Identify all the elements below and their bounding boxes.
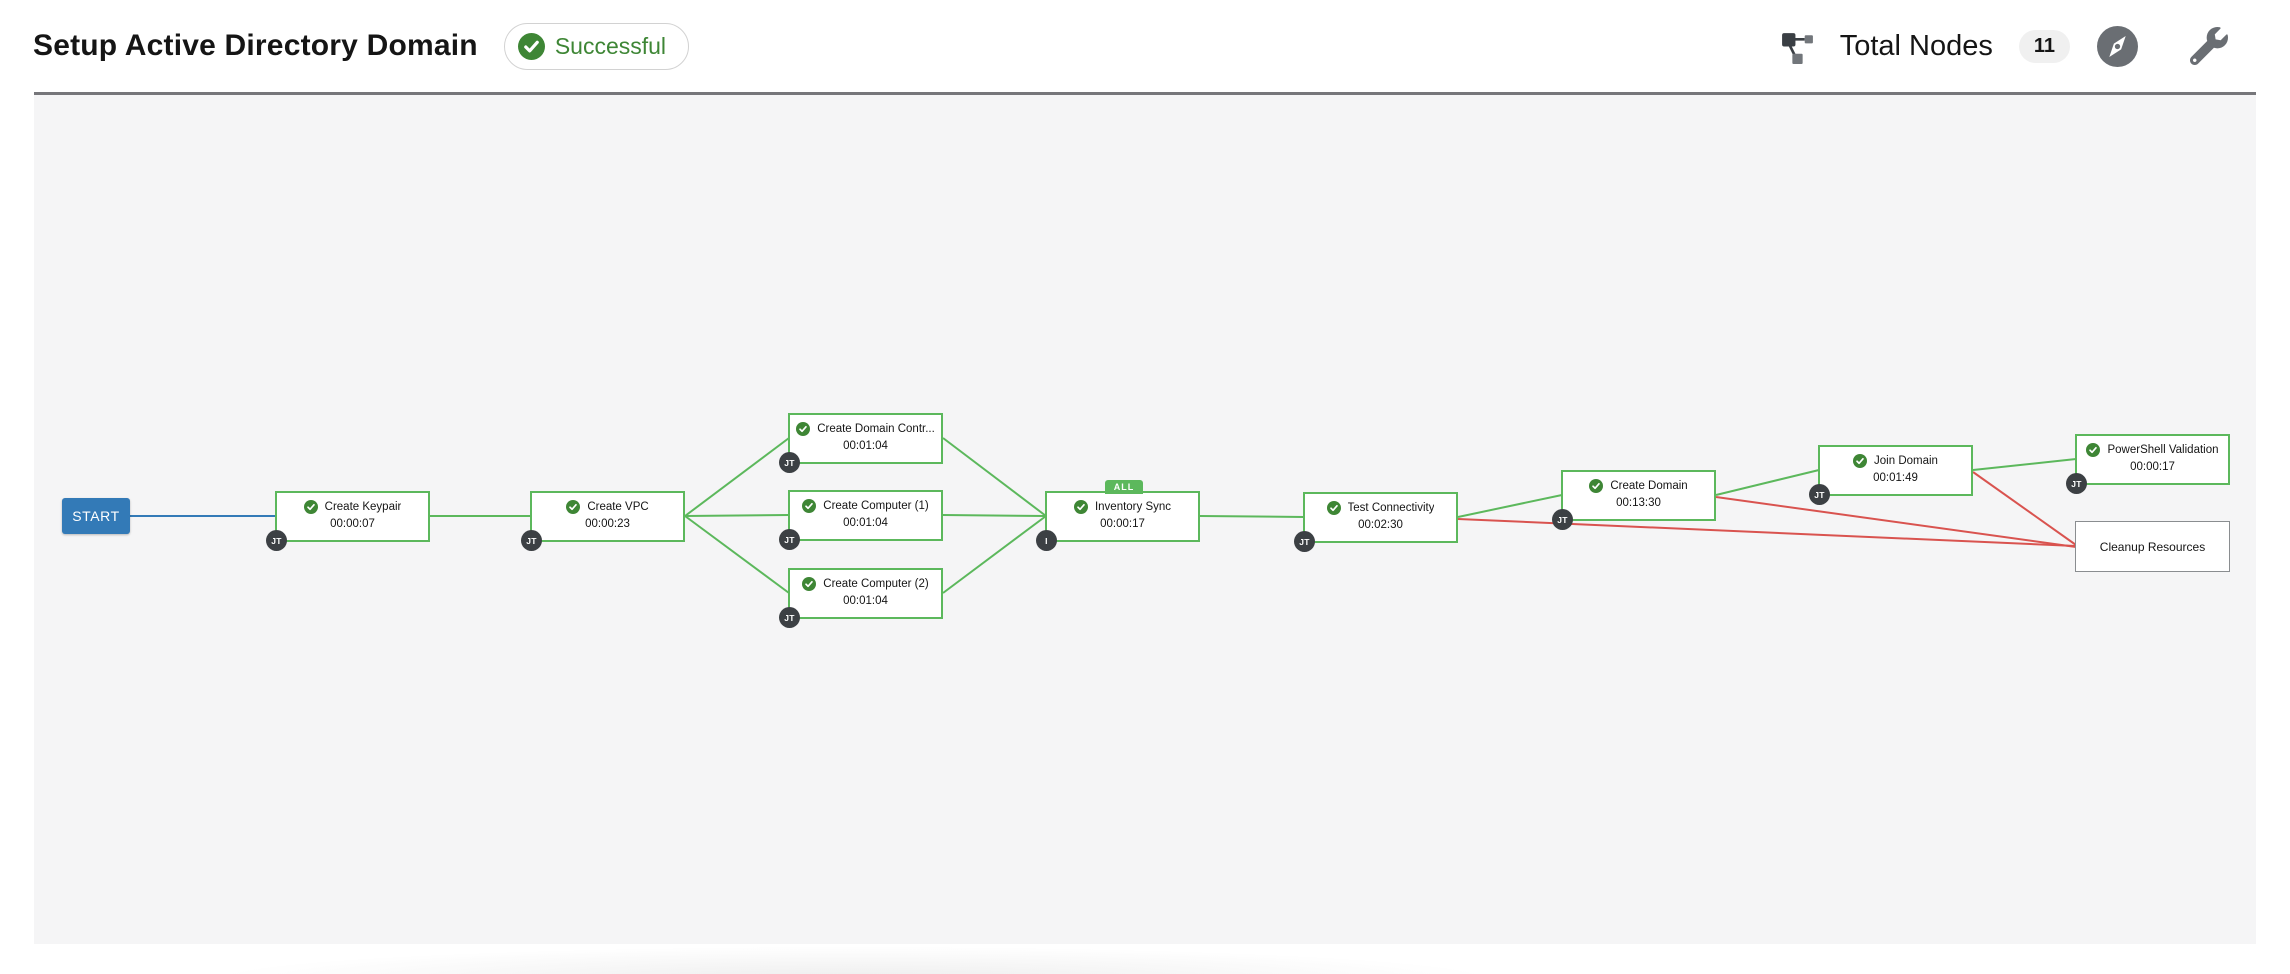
node-elapsed-time: 00:01:04 (843, 440, 888, 452)
node-name: Create Computer (2) (823, 578, 929, 590)
node-success-icon (796, 422, 811, 436)
node-type-badge: JT (779, 529, 800, 550)
node-type-badge: JT (1294, 531, 1315, 552)
node-success-icon (1073, 500, 1088, 514)
node-type-badge: JT (1552, 509, 1573, 530)
node-name: Create Domain (1610, 480, 1688, 492)
node-all-tag: ALL (1105, 480, 1143, 494)
start-node: START (62, 498, 130, 534)
page-title: Setup Active Directory Domain (33, 29, 478, 62)
node-name: PowerShell Validation (2107, 444, 2219, 456)
node-type-badge: JT (266, 530, 287, 551)
wrench-icon[interactable] (2190, 27, 2228, 65)
node-name: Create Keypair (324, 501, 402, 513)
node-elapsed-time: 00:01:04 (843, 517, 888, 529)
node-success-icon (1326, 501, 1341, 515)
node-name: Create Domain Contr... (817, 423, 935, 435)
node-success-icon (2086, 443, 2101, 457)
node-name: Cleanup Resources (2099, 539, 2206, 554)
compass-icon[interactable] (2097, 25, 2138, 67)
node-success-icon (802, 499, 817, 513)
node-elapsed-time: 00:00:07 (330, 518, 375, 530)
node-success-icon (1589, 479, 1604, 493)
node-success-icon (1853, 454, 1868, 468)
node-elapsed-time: 00:00:23 (585, 518, 630, 530)
node-name: Test Connectivity (1347, 502, 1435, 514)
node-success-icon (303, 500, 318, 514)
total-nodes-count-badge: 11 (2018, 29, 2070, 63)
node-type-badge: JT (779, 452, 800, 473)
total-nodes-label: Total Nodes (1839, 29, 1993, 62)
node-name: Inventory Sync (1094, 501, 1172, 513)
node-type-badge: JT (2066, 473, 2087, 494)
status-badge: Successful (503, 22, 690, 70)
node-elapsed-time: 00:01:04 (843, 595, 888, 607)
node-success-icon (566, 500, 581, 514)
header-left: Setup Active Directory Domain Successful (33, 22, 690, 70)
status-label: Successful (554, 32, 667, 59)
header-toolbar: Total Nodes 11 (1752, 25, 2228, 67)
node-name: Join Domain (1874, 455, 1938, 467)
node-type-badge: JT (521, 530, 542, 551)
node-type-badge: I (1036, 530, 1057, 551)
workflow-node[interactable]: Cleanup Resources (2075, 521, 2230, 572)
node-type-badge: JT (779, 607, 800, 628)
node-type-badge: JT (1809, 484, 1830, 505)
node-elapsed-time: 00:01:49 (1873, 472, 1918, 484)
page-header: Setup Active Directory Domain Successful (0, 0, 2290, 92)
node-elapsed-time: 00:02:30 (1358, 519, 1403, 531)
node-name: Create VPC (587, 501, 649, 513)
sitemap-icon (1779, 28, 1816, 65)
bottom-panel-shadow (204, 946, 1504, 974)
node-elapsed-time: 00:00:17 (2130, 461, 2175, 473)
node-elapsed-time: 00:00:17 (1100, 518, 1145, 530)
node-success-icon (802, 577, 817, 591)
node-name: Create Computer (1) (823, 500, 929, 512)
node-elapsed-time: 00:13:30 (1616, 497, 1661, 509)
check-circle-icon (517, 32, 545, 60)
